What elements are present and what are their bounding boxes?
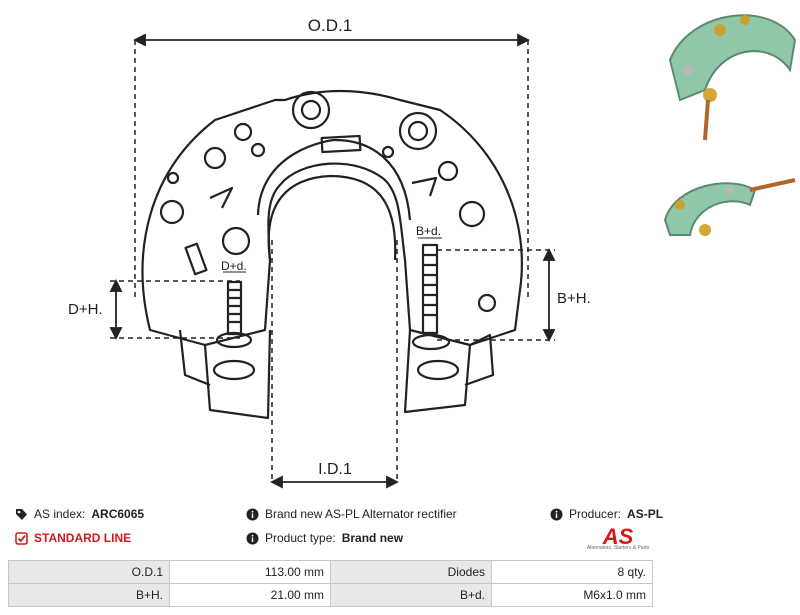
product-type-value: Brand new [341, 531, 404, 545]
as-index-value: ARC6065 [91, 507, 145, 521]
description-text: Brand new AS-PL Alternator rectifier [265, 507, 457, 521]
bd-label: B+d. [416, 224, 441, 238]
producer-label: Producer: [569, 507, 622, 521]
as-index: AS index: ARC6065 [15, 507, 144, 521]
info-icon [246, 508, 259, 521]
table-row: B+H. 21.00 mm B+d. M6x1.0 mm [8, 583, 653, 607]
spec-label: B+d. [330, 583, 492, 607]
spec-label: B+H. [8, 583, 170, 607]
spec-value: M6x1.0 mm [491, 583, 653, 607]
spec-value: 8 qty. [491, 560, 653, 584]
product-type-label: Product type: [265, 531, 336, 545]
producer-value: AS-PL [627, 507, 664, 521]
spec-value: 21.00 mm [169, 583, 331, 607]
svg-text:AS: AS [602, 524, 634, 549]
spec-table: O.D.1 113.00 mm Diodes 8 qty. B+H. 21.00… [8, 560, 653, 607]
logo-subtitle: Alternators, Starters & Parts [586, 545, 650, 551]
info-icon [246, 532, 259, 545]
check-square-icon [15, 531, 28, 545]
id-label: I.D.1 [318, 461, 352, 478]
standard-line: STANDARD LINE [15, 531, 131, 545]
dh-label: D+H. [68, 301, 103, 318]
bh-label: B+H. [557, 290, 591, 307]
tag-icon [15, 508, 28, 521]
description: Brand new AS-PL Alternator rectifier [246, 507, 457, 521]
dd-label: D+d. [221, 259, 247, 273]
as-index-label: AS index: [34, 507, 86, 521]
spec-value: 113.00 mm [169, 560, 331, 584]
producer: Producer: AS-PL [550, 507, 663, 521]
as-logo: AS [602, 524, 634, 549]
product-type: Product type: Brand new [246, 531, 403, 545]
od-label: O.D.1 [308, 16, 352, 35]
product-photo-bottom [663, 178, 796, 236]
standard-line-label: STANDARD LINE [34, 531, 132, 545]
spec-label: O.D.1 [8, 560, 170, 584]
info-icon [550, 508, 563, 521]
product-photo-top [668, 14, 797, 141]
rectifier-technical-drawing: O.D.1 I.D.1 D+H. D+d. B+H. B+d. [68, 16, 591, 489]
spec-label: Diodes [330, 560, 492, 584]
table-row: O.D.1 113.00 mm Diodes 8 qty. [8, 560, 653, 584]
